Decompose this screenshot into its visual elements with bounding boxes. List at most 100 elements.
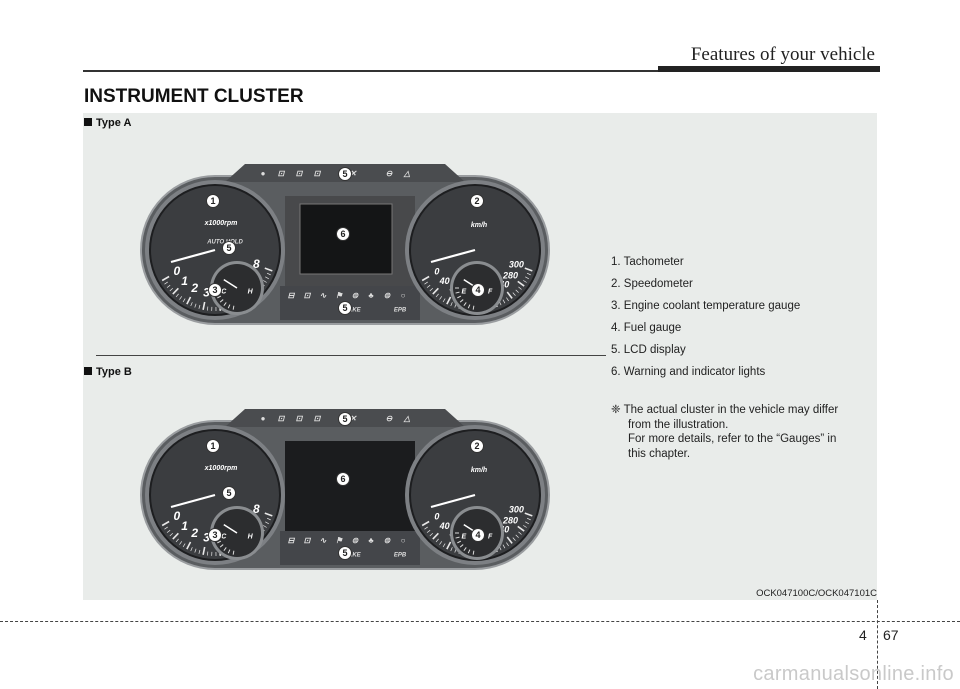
speedometer-tick-label: 300 [509, 259, 524, 269]
tachometer-tick [194, 303, 197, 308]
tachometer-tick [186, 541, 192, 550]
tachometer-tick [175, 538, 179, 543]
speedometer-tick-label: 40 [439, 276, 450, 286]
speedometer-tick [515, 534, 519, 538]
tachometer-tick [263, 280, 267, 283]
tachometer-tick [198, 304, 201, 309]
indicator-icon: ● [261, 169, 266, 178]
speedometer-tick [446, 541, 452, 550]
fuel-gauge-tick [463, 547, 467, 551]
warning-icon: ○ [401, 291, 406, 300]
tachometer-tick [164, 526, 168, 530]
warning-icon: ⊟ [288, 536, 296, 545]
warning-icon: ⊜ [384, 536, 391, 545]
tachometer-tick [264, 512, 273, 517]
tachometer-tick [175, 293, 179, 298]
callout-badge [338, 412, 352, 426]
speedometer-tick [426, 529, 431, 533]
fuel-gauge-tick [459, 299, 464, 303]
cluster-illustration-type-b: ●⊡⊡⊡✕⊖△⊟⊡∿⚑⊜♣⊜○EPBBRAKE012345678x1000rpm… [140, 409, 550, 570]
page-number: 67 [883, 627, 899, 643]
warning-icon: ⊜ [352, 291, 359, 300]
tachometer-tick [202, 301, 206, 310]
coolant-gauge-high-label: H [248, 288, 254, 295]
tachometer-tick-label: 1 [181, 519, 188, 533]
speedometer-tick [523, 525, 527, 528]
callout-badge [222, 486, 236, 500]
tachometer-tick [186, 296, 192, 305]
bullet-square [84, 367, 92, 375]
indicator-icon: ⊖ [386, 414, 393, 423]
tachometer-tick-label: 8 [253, 257, 260, 271]
speedometer-tick-label: 0 [434, 266, 439, 276]
speedometer-tick [426, 284, 431, 288]
speedometer-tick [518, 286, 522, 290]
speedometer-tick [502, 299, 506, 304]
speedometer-tick [442, 543, 446, 548]
speedometer-tick [421, 275, 430, 282]
tachometer-tick [194, 548, 197, 553]
coolant-gauge-tick [232, 550, 235, 555]
speedometer-tick [424, 526, 428, 530]
legend-item-coolant-gauge: 3. Engine coolant temperature gauge [611, 300, 801, 313]
callout-badge [471, 283, 485, 297]
legend-item-tachometer: 1. Tachometer [611, 256, 684, 268]
fuel-gauge-tick [457, 295, 462, 299]
warning-icon: ♣ [368, 291, 374, 300]
note-symbol-icon: ❈ [611, 404, 621, 416]
legend-item-lcd-display: 5. LCD display [611, 344, 686, 357]
tachometer-tick [265, 521, 269, 525]
callout-number: 1 [210, 441, 215, 451]
fuel-gauge-tick [467, 549, 471, 554]
speedometer-tick [435, 538, 439, 543]
callout-number: 3 [212, 285, 217, 295]
tachometer-tick [265, 276, 269, 280]
indicator-icon: △ [403, 169, 411, 178]
callout-number: 5 [342, 548, 347, 558]
callout-badge [470, 194, 484, 208]
fuel-gauge-tick [457, 540, 462, 544]
warning-icon: ♣ [368, 536, 374, 545]
tachometer-tick-label: 1 [181, 274, 188, 288]
indicator-icon: ✕ [350, 169, 358, 178]
note-line-3: For more details, refer to the “Gauges” … [628, 433, 837, 445]
warning-icon: ⊡ [304, 291, 312, 300]
warning-icon: ⊜ [352, 536, 359, 545]
fuel-gauge-low-label: E [461, 533, 466, 540]
speedometer-tick [506, 297, 509, 302]
fuel-gauge-tick [455, 536, 460, 539]
fuel-gauge-tick [467, 304, 471, 309]
tachometer-tick-label: 2 [190, 281, 198, 295]
callout-badge [208, 283, 222, 297]
section-title: INSTRUMENT CLUSTER [84, 86, 304, 107]
legend-item-fuel-gauge: 4. Fuel gauge [611, 322, 682, 335]
speedometer-tick [506, 542, 509, 547]
speedometer-tick-label: 0 [434, 511, 439, 521]
watermark: carmanualsonline.info [753, 663, 954, 685]
callout-number: 2 [474, 196, 479, 206]
indicator-strip [280, 286, 420, 320]
type-a-label: Type A [84, 117, 131, 129]
callout-number: 6 [340, 229, 345, 239]
coolant-gauge-tick [223, 547, 227, 551]
warning-icon: ⊡ [304, 536, 312, 545]
fuel-gauge-tick [463, 302, 467, 306]
coolant-gauge-tick [219, 544, 224, 548]
indicator-icon: ⊡ [296, 169, 304, 178]
tachometer-tick [172, 532, 179, 540]
header-tab [658, 66, 880, 72]
footer-rule [0, 621, 960, 622]
warning-icon: ⊟ [288, 291, 296, 300]
tachometer-tick-label: 8 [253, 502, 260, 516]
tachometer-tick [179, 541, 183, 545]
callout-number: 5 [342, 414, 347, 424]
speedometer-tick [439, 296, 443, 300]
callout-number: 1 [210, 196, 215, 206]
speedometer-tick [429, 533, 434, 537]
speedometer-tick [439, 541, 443, 545]
speedometer-tick [525, 276, 529, 280]
warning-icon: ∿ [320, 291, 327, 300]
speedometer-tick [524, 512, 533, 517]
note-line-1: The actual cluster in the vehicle may di… [623, 404, 839, 416]
legend-list: 1. Tachometer 2. Speedometer 3. Engine c… [611, 256, 881, 389]
